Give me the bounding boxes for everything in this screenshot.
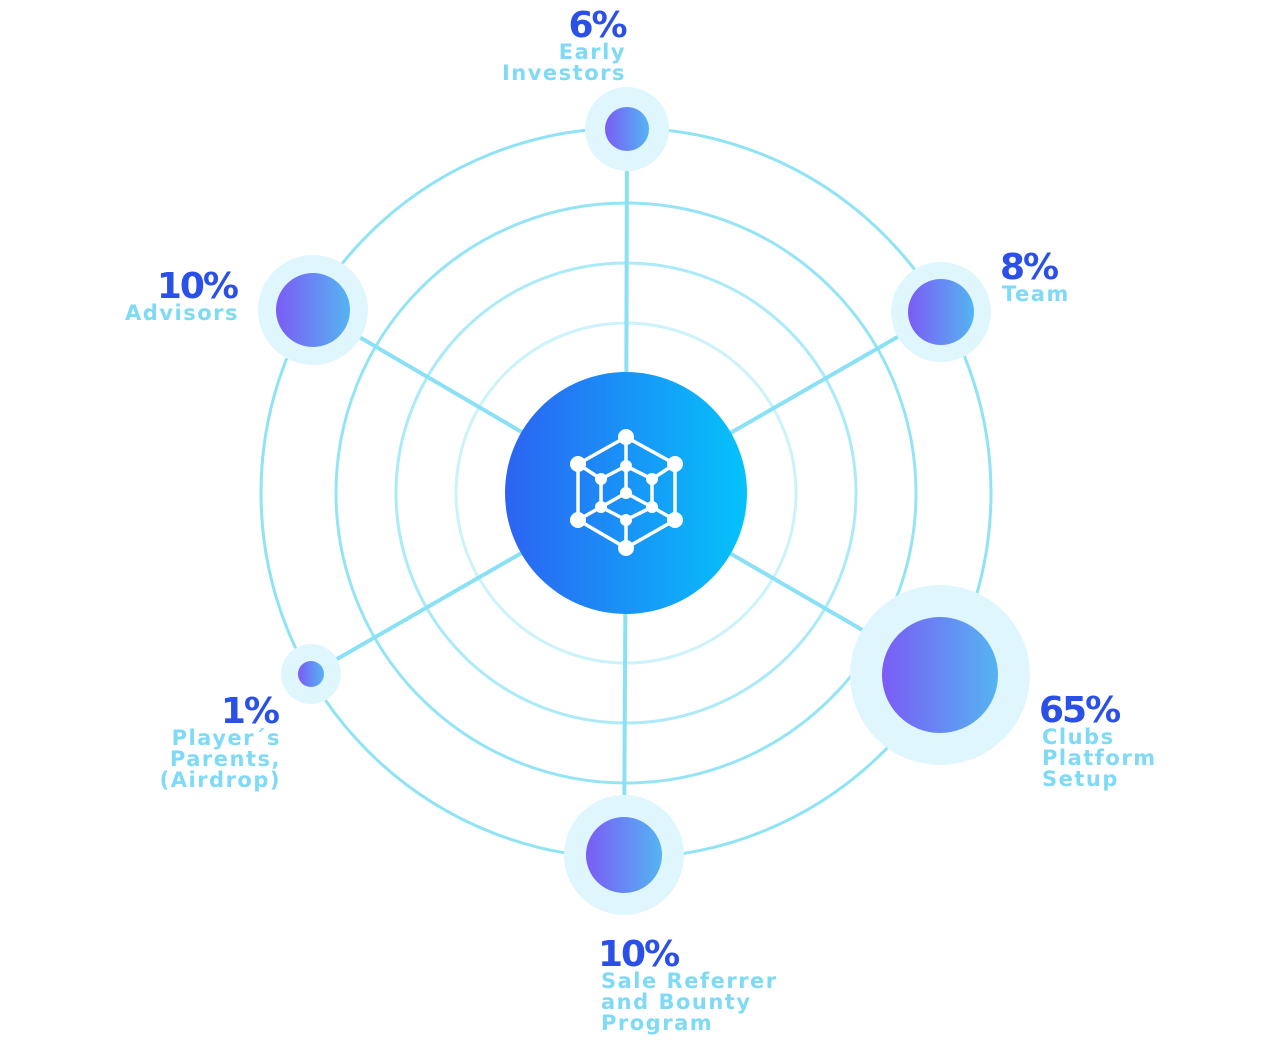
percent-label: 10%: [157, 266, 238, 307]
category-label-line: Advisors: [125, 301, 239, 325]
percent-label: 10%: [598, 934, 679, 975]
category-label-line: (Airdrop): [160, 768, 281, 792]
node-players-parents-airdrop: [298, 661, 324, 687]
node-sale-referrer-bounty: [586, 817, 662, 893]
category-label-line: Platform: [1042, 746, 1157, 770]
category-label-line: Player´s: [172, 726, 281, 750]
category-label-line: Sale Referrer: [601, 969, 778, 993]
percent-label: 8%: [1000, 247, 1058, 288]
category-label-line: Setup: [1042, 767, 1119, 791]
category-label-line: Team: [1002, 282, 1070, 306]
node-clubs-platform-setup: [882, 617, 998, 733]
node-team: [908, 279, 974, 345]
category-label-line: Early: [559, 40, 626, 64]
percent-label: 65%: [1039, 690, 1120, 731]
slice-nodes: [258, 87, 1030, 915]
category-label-line: and Bounty: [601, 990, 752, 1014]
network-cube-icon: [570, 429, 683, 556]
center-hub: [505, 372, 747, 614]
category-label-line: Program: [601, 1011, 713, 1035]
label-advisors: 10%Advisors: [125, 266, 240, 325]
category-label-line: Clubs: [1042, 725, 1115, 749]
category-label-line: Parents,: [170, 747, 281, 771]
category-label-line: Investors: [502, 61, 626, 85]
node-early-investors: [605, 107, 649, 151]
node-advisors: [276, 273, 350, 347]
label-team: 8%Team: [1000, 247, 1070, 306]
percent-label: 6%: [568, 5, 626, 46]
percent-label: 1%: [221, 691, 279, 732]
